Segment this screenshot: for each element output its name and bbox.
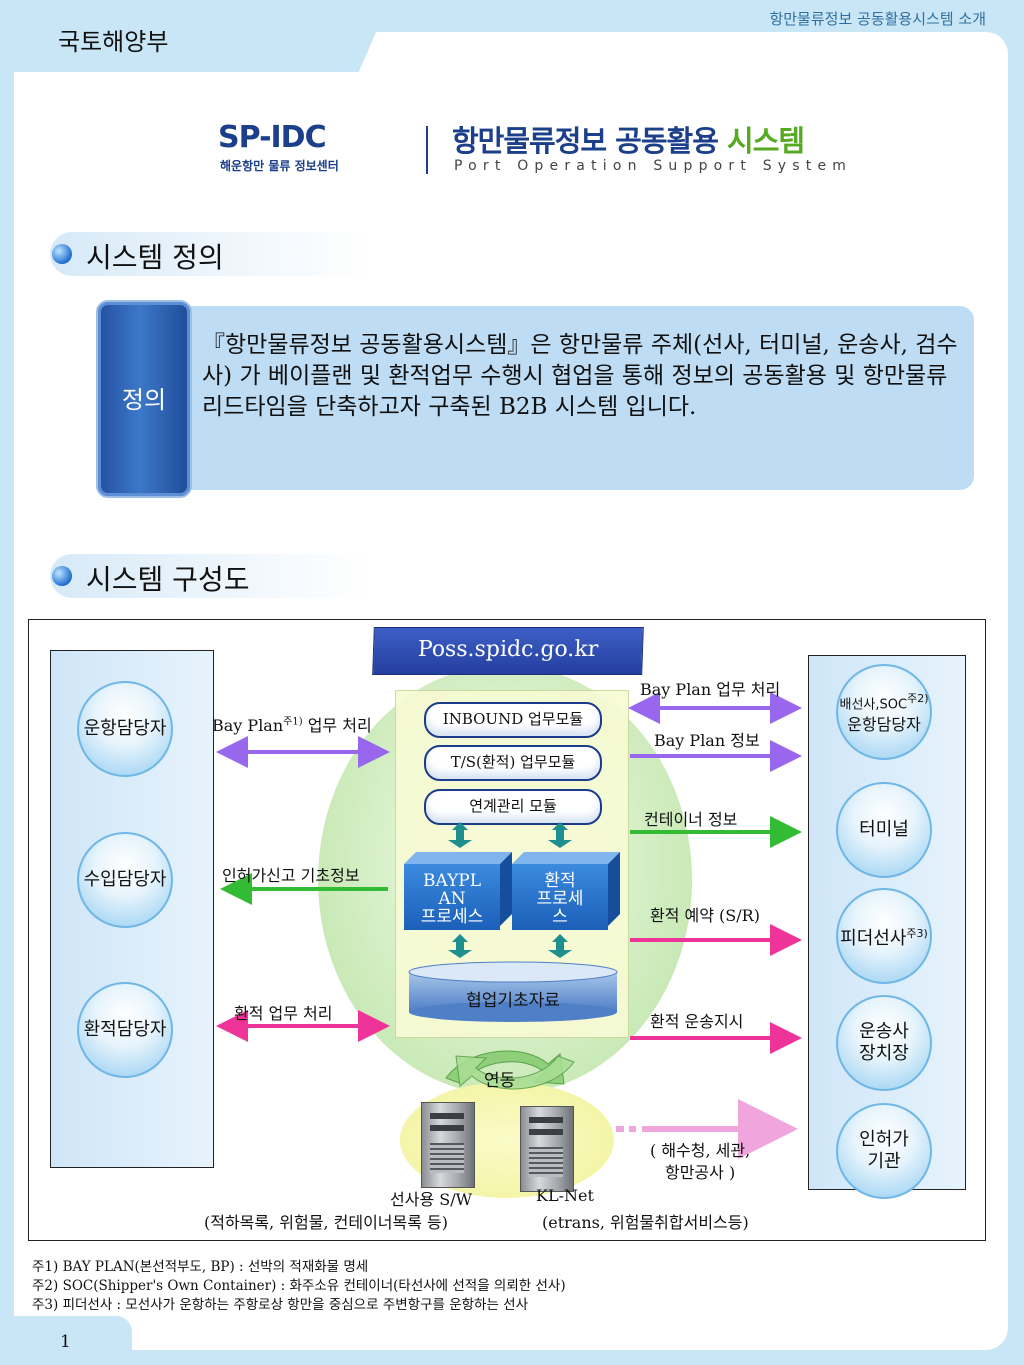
label-bayplan-left-b: 업무 처리 [302, 716, 372, 735]
footnote-marker: 주1) [283, 716, 303, 728]
footnote-2: 주2) SOC(Shipper's Own Container) : 화주소유 … [32, 1278, 566, 1294]
label-klnet: KL-Net [536, 1186, 594, 1205]
label-carrier-sw: 선사용 S/W [390, 1190, 473, 1209]
definition-box [100, 306, 974, 490]
label-container-info: 컨테이너 정보 [644, 810, 738, 829]
internal-flow-arrows [448, 822, 572, 958]
section-header-definition: 시스템 정의 [50, 232, 370, 276]
node-transport-line1: 운송사 [859, 1021, 909, 1042]
ministry-name: 국토해양부 [58, 28, 169, 56]
header-tab [0, 0, 390, 72]
process-transship-shape [512, 852, 620, 926]
footnotes: 주1) BAY PLAN(본선적부도, BP) : 선박의 적재화물 명세 주2… [32, 1258, 566, 1315]
node-import-manager: 수입담당자 [77, 832, 173, 928]
node-carrier-soc-line2: 운항담당자 [847, 715, 921, 735]
module-transship: T/S(환적) 업무모듈 [424, 745, 602, 781]
definition-badge-label: 정의 [121, 386, 167, 414]
node-feeder-label: 피더선사 [840, 927, 907, 949]
label-transship-order: 환적 운송지시 [650, 1012, 744, 1031]
label-transship-booking: 환적 예약 (S/R) [650, 906, 760, 925]
section-header-architecture: 시스템 구성도 [50, 554, 370, 598]
node-licensing-line2: 기관 [867, 1151, 901, 1172]
process-bayplan-line3: 프로세스 [420, 907, 484, 927]
node-feeder-carrier: 피더선사주3) [836, 888, 932, 984]
node-licensing-line1: 인허가 [859, 1129, 909, 1150]
node-carrier-soc: 배선사,SOC주2) 운항담당자 [836, 664, 932, 760]
label-klnet-detail: (etrans, 위험물취합서비스등) [542, 1213, 749, 1232]
node-terminal: 터미널 [836, 782, 932, 878]
sync-arrows-icon [445, 1050, 575, 1090]
node-carrier-soc-text: 배선사,SOC주2) 운항담당자 [840, 689, 929, 735]
poss-logo-title: 항만물류정보 공동활용 시스템 [452, 118, 805, 160]
process-bayplan-line2: AN [438, 889, 466, 909]
label-bayplan-info: Bay Plan 정보 [654, 731, 760, 750]
label-carrier-sw-detail: (적하목록, 위험물, 컨테이너목록 등) [204, 1213, 448, 1232]
label-agencies: ( 해수청, 세관, 항만공사 ) [650, 1140, 750, 1184]
database-cylinder [408, 961, 618, 1022]
process-transship-line3: 스 [552, 907, 568, 927]
page-number: 1 [60, 1332, 71, 1352]
node-feeder-text: 피더선사주3) [840, 923, 928, 950]
poss-logo-title-green: 시스템 [727, 124, 805, 158]
sp-idc-logo: SP-IDC [218, 120, 327, 155]
sp-idc-subtitle: 해운항만 물류 정보센터 [220, 159, 339, 173]
link-label: 연동 [484, 1071, 516, 1091]
process-transship-line2: 프로세 [536, 889, 584, 909]
label-license-info: 인허가신고 기초정보 [222, 866, 360, 885]
logo-divider [426, 126, 428, 174]
definition-text: 『항만물류정보 공동활용시스템』은 항만물류 주체(선사, 터미널, 운송사, … [202, 332, 958, 420]
process-bayplan-line1: BAYPL [422, 871, 482, 891]
definition-badge: 정의 [96, 300, 192, 498]
footnote-3: 주3) 피더선사 : 모선사가 운항하는 주항로상 항만을 중심으로 주변항구를… [32, 1297, 529, 1313]
label-agencies-line2: 항만공사 ) [664, 1163, 736, 1182]
node-operations-manager: 운항담당자 [77, 681, 173, 777]
page-number-tab [0, 1316, 132, 1365]
module-link-management: 연계관리 모듈 [424, 789, 602, 825]
section-title: 시스템 정의 [86, 241, 224, 274]
footnote-marker: 주3) [906, 926, 928, 940]
module-inbound: INBOUND 업무모듈 [424, 702, 602, 738]
bullet-icon [52, 244, 72, 264]
label-bayplan-left: Bay Plan주1) 업무 처리 [212, 712, 372, 736]
footnote-marker: 주2) [907, 691, 929, 705]
label-agencies-line1: ( 해수청, 세관, [650, 1141, 751, 1160]
label-bayplan-left-a: Bay Plan [212, 716, 284, 735]
architecture-diagram [28, 619, 986, 1241]
process-transship-line1: 환적 [544, 871, 576, 891]
label-bayplan-right: Bay Plan 업무 처리 [640, 680, 781, 699]
label-transship-left: 환적 업무 처리 [234, 1004, 333, 1023]
server-klnet-icon [520, 1106, 574, 1192]
bullet-icon [52, 566, 72, 586]
server-carrier-sw-icon [421, 1102, 475, 1188]
node-transship-manager: 환적담당자 [77, 982, 173, 1078]
document-title: 항만물류정보 공동활용시스템 소개 [769, 10, 986, 28]
poss-logo-english: Port Operation Support System [454, 158, 853, 174]
database-label: 협업기초자료 [466, 991, 560, 1011]
poss-logo-title-blue: 항만물류정보 공동활용 [452, 124, 719, 158]
section-title: 시스템 구성도 [86, 563, 250, 596]
process-bayplan-shape [404, 852, 512, 926]
node-transport-line2: 장치장 [859, 1043, 909, 1064]
footnote-1: 주1) BAY PLAN(본선적부도, BP) : 선박의 적재화물 명세 [32, 1259, 369, 1275]
node-carrier-soc-line1: 배선사,SOC [839, 697, 908, 713]
